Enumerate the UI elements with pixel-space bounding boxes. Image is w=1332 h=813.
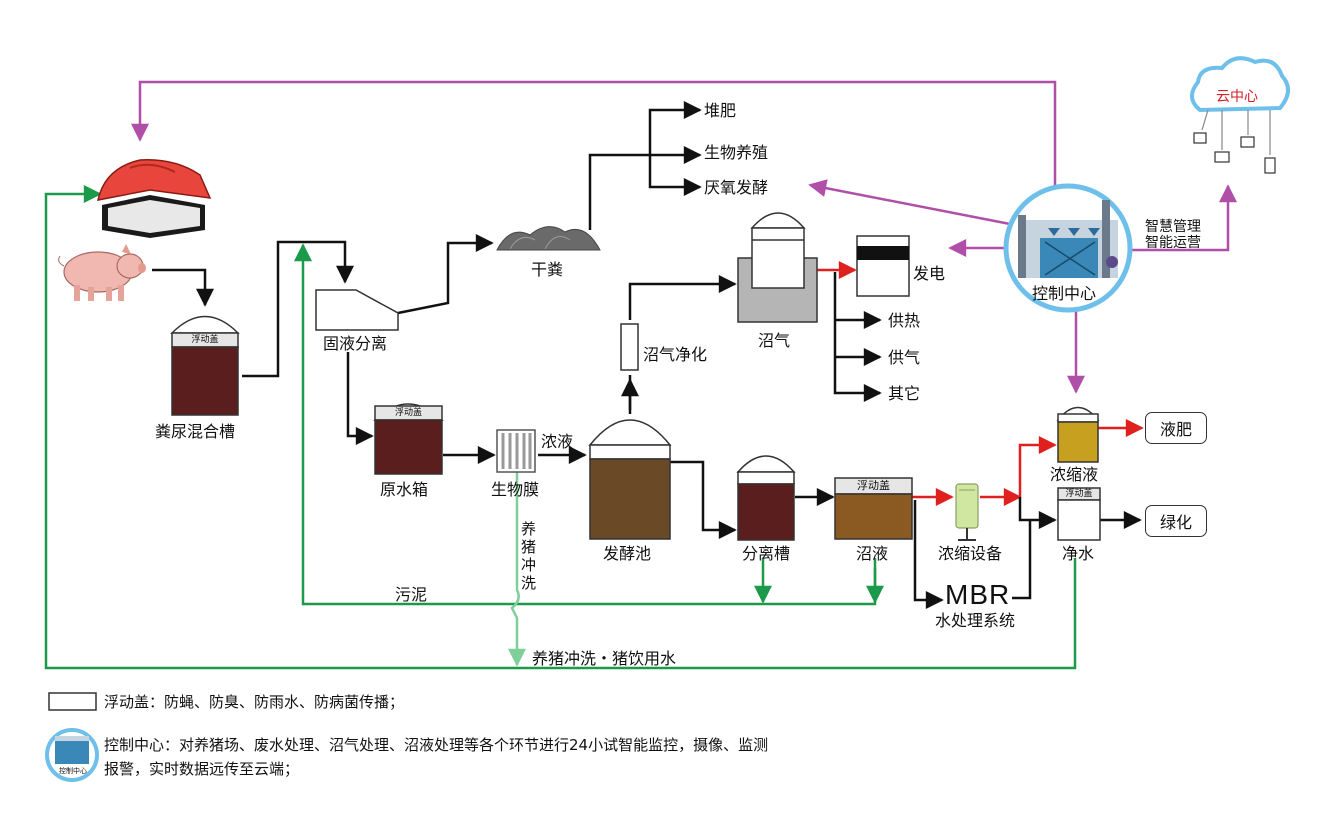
smart-mgmt-label-2: 智能运营 (1145, 235, 1201, 251)
biogas-purifier-shape (620, 323, 639, 371)
raw-water-tank-shape (373, 403, 444, 475)
sludge-label: 污泥 (395, 585, 428, 604)
clean-water-flow (1018, 497, 1057, 529)
legend-control-icon (45, 728, 99, 782)
raw-water-cover-label: 浮动盖 (394, 408, 422, 418)
concentrate-label: 浓液 (541, 432, 574, 451)
greening-box: 绿化 (1145, 505, 1207, 537)
legend-control-mini-label: 控制中心 (59, 767, 87, 775)
slurry-label: 沼液 (856, 544, 889, 563)
concentrator-label: 浓缩设备 (938, 544, 1003, 563)
biofilm-label: 生物膜 (491, 480, 540, 499)
membrane-icon (496, 429, 536, 473)
control-lines (131, 80, 1237, 394)
ferment-pool-shape (588, 419, 672, 540)
pig-icon (58, 244, 146, 301)
flush-vertical-label: 养猪冲洗 (521, 520, 537, 592)
solid-liquid-sep-label: 固液分离 (323, 334, 388, 353)
clean-water-label: 净水 (1062, 544, 1095, 563)
mbr-label: MBR (945, 579, 1011, 610)
mixing-tank-cover-label: 浮动盖 (191, 335, 219, 345)
concentrated-liquid-shape (1056, 406, 1100, 463)
clean-water-cover-label: 浮动盖 (1065, 489, 1093, 499)
red-flow-lines (817, 261, 1144, 506)
legend-control-text-1: 控制中心：对养猪场、废水处理、沼气处理、沼液处理等各个环节进行24小试智能监控，… (104, 736, 769, 754)
compost-label: 堆肥 (704, 101, 737, 120)
mixing-tank-label: 粪尿混合槽 (155, 422, 236, 441)
other-label: 其它 (888, 384, 921, 403)
liquid-fertilizer-box: 液肥 (1145, 412, 1207, 444)
pig-barn-icon (97, 159, 212, 238)
slurry-cover-label: 浮动盖 (857, 479, 890, 492)
concentrated-liquid-label: 浓缩液 (1050, 465, 1099, 484)
raw-water-tank-label: 原水箱 (380, 480, 429, 499)
terminal-icons (1193, 132, 1276, 174)
flush-water-label: 养猪冲洗・猪饮用水 (532, 649, 677, 668)
dry-manure-label: 干粪 (531, 260, 564, 279)
biogas-label: 沼气 (758, 331, 791, 350)
separator-shape (315, 289, 399, 331)
cloud-label: 云中心 (1216, 89, 1258, 105)
biogas-purify-label: 沼气净化 (643, 345, 708, 364)
heating-label: 供热 (888, 311, 921, 330)
anaerobic-ferment-label: 厌氧发酵 (704, 178, 769, 197)
flush-line (508, 470, 526, 667)
dry-manure-icon (496, 226, 601, 251)
smart-mgmt-label-1: 智慧管理 (1145, 219, 1201, 235)
bio-breeding-label: 生物养殖 (704, 143, 769, 162)
water-system-label: 水处理系统 (935, 611, 1016, 630)
flow-lines (152, 101, 1142, 609)
slurry-tank-shape (834, 477, 913, 540)
generator-shape (856, 235, 910, 297)
gas-supply-label: 供气 (888, 348, 921, 367)
cloud-icon (1190, 56, 1290, 155)
control-center-label: 控制中心 (1032, 284, 1097, 303)
sep-tank-label: 分离槽 (742, 544, 791, 563)
clean-water-shape (1057, 487, 1101, 541)
mixing-tank-shape (170, 315, 240, 416)
control-center-icon (1003, 183, 1133, 313)
legend-cover-swatch (48, 692, 97, 711)
biogas-tank-shape (737, 212, 818, 323)
legend-cover-text: 浮动盖：防蝇、防臭、防雨水、防病菌传播； (104, 693, 405, 711)
power-label: 发电 (913, 264, 946, 283)
legend-control-text-2: 报警，实时数据远传至云端； (104, 760, 300, 778)
ferment-pool-label: 发酵池 (603, 544, 652, 563)
concentrator-icon (955, 483, 979, 541)
return-lines (44, 185, 1077, 670)
sep-tank-shape (736, 455, 796, 541)
